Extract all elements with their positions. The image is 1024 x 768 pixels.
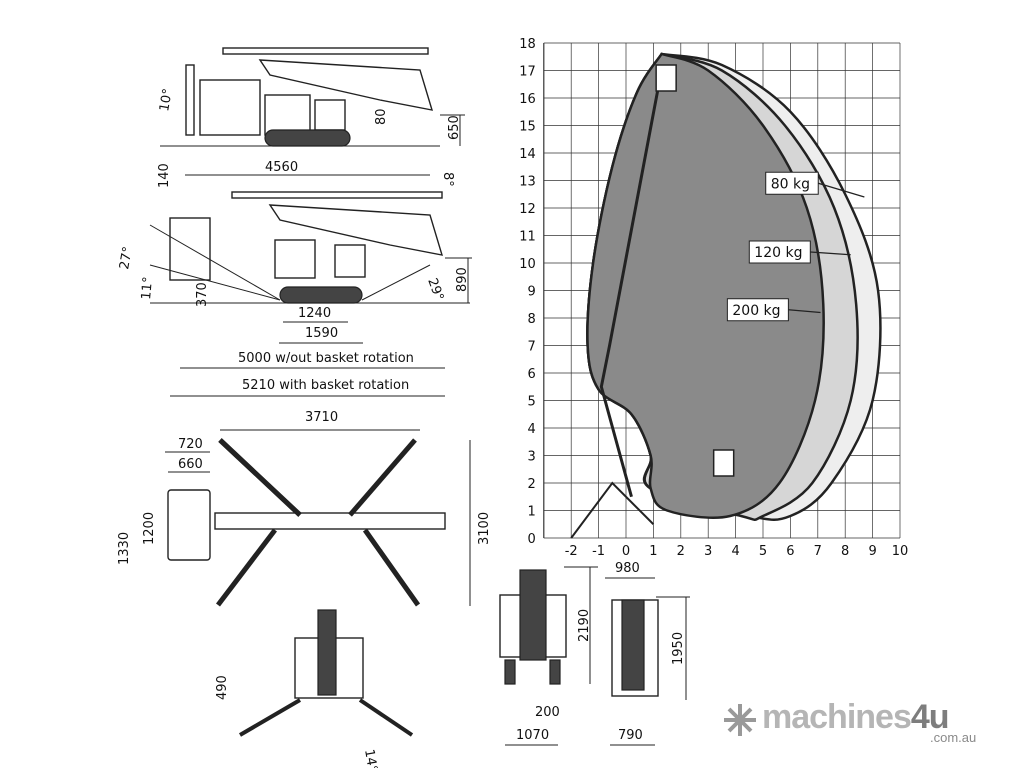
x-tick-label: 3	[704, 544, 712, 559]
dim-5000: 5000 w/out basket rotation	[238, 351, 414, 366]
side-view-stowed: 4560 10° 140 80 650 8°	[157, 47, 465, 188]
y-tick-label: 11	[519, 230, 536, 245]
y-tick-label: 14	[519, 147, 536, 162]
front-view-basket: 2190 200 1070	[499, 566, 598, 746]
y-tick-label: 0	[528, 532, 536, 547]
dim-3710: 3710	[305, 410, 338, 425]
series-label: 200 kg	[732, 303, 780, 319]
y-tick-label: 13	[519, 175, 536, 190]
machines4u-logo: machines4u .com.au	[722, 698, 992, 750]
x-tick-label: -2	[565, 544, 578, 559]
y-tick-label: 16	[519, 92, 536, 107]
logo-domain: .com.au	[930, 730, 977, 745]
dim-1950: 1950	[671, 632, 686, 665]
x-tick-label: 5	[759, 544, 767, 559]
x-tick-label: 8	[841, 544, 849, 559]
x-tick-label: 6	[786, 544, 794, 559]
dim-650: 650	[447, 115, 462, 140]
y-tick-label: 18	[519, 37, 536, 52]
dim-980: 980	[615, 561, 640, 576]
envelope-200-kg	[586, 52, 825, 519]
dim-angle-27: 27°	[117, 245, 136, 270]
dim-1590: 1590	[305, 326, 338, 341]
y-tick-label: 4	[528, 422, 536, 437]
dim-200: 200	[535, 705, 560, 720]
snowflake-logo-icon	[724, 704, 756, 736]
series-label-arrow	[788, 309, 821, 314]
dim-1240: 1240	[298, 306, 331, 321]
dim-1330: 1330	[117, 532, 132, 565]
side-view-working: 27° 11° 370 29° 890 1240 1590 5000 w/out…	[117, 191, 472, 397]
dim-angle-29: 29°	[424, 276, 446, 303]
series-label-arrow	[810, 251, 851, 256]
dim-angle-10: 10°	[157, 87, 176, 112]
y-tick-label: 10	[519, 257, 536, 272]
series-label: 80 kg	[771, 176, 810, 192]
x-tick-label: 0	[622, 544, 630, 559]
dim-370: 370	[195, 282, 210, 307]
x-tick-label: 9	[868, 544, 876, 559]
y-tick-label: 3	[528, 450, 536, 465]
basket-low	[712, 449, 735, 477]
dim-4560: 4560	[265, 160, 298, 175]
dim-140: 140	[157, 163, 172, 188]
x-tick-label: -1	[592, 544, 605, 559]
series-label: 120 kg	[754, 245, 802, 261]
x-tick-label: 10	[892, 544, 909, 559]
dim-3100: 3100	[477, 512, 492, 545]
y-tick-label: 6	[528, 367, 536, 382]
x-tick-label: 4	[731, 544, 739, 559]
y-tick-label: 12	[519, 202, 536, 217]
dim-angle-11: 11°	[139, 276, 156, 300]
y-tick-label: 7	[528, 340, 536, 355]
y-tick-label: 9	[528, 285, 536, 300]
front-view-legs: 490 14°	[215, 609, 414, 768]
x-tick-label: 2	[677, 544, 685, 559]
logo-wordmark: machines4u	[762, 698, 950, 736]
top-view: 3710 3100 720 660 1330 1200	[117, 410, 492, 607]
series-label-arrow	[818, 182, 865, 198]
dim-1070: 1070	[516, 728, 549, 743]
dim-490: 490	[215, 675, 230, 700]
dim-80: 80	[374, 108, 389, 125]
y-tick-label: 1	[528, 505, 536, 520]
x-tick-label: 1	[649, 544, 657, 559]
dim-angle-14: 14°	[361, 748, 380, 768]
basket-top	[655, 64, 677, 92]
boom-arm	[599, 83, 661, 498]
dim-660: 660	[178, 457, 203, 472]
dim-angle-8: 8°	[440, 172, 455, 187]
dim-1200: 1200	[142, 512, 157, 545]
y-tick-label: 15	[519, 120, 536, 135]
y-tick-label: 17	[519, 65, 536, 80]
y-tick-label: 8	[528, 312, 536, 327]
dim-720: 720	[178, 437, 203, 452]
rear-view: 980 1950 790	[605, 561, 690, 746]
chassis-legs	[570, 481, 655, 539]
dim-5210: 5210 with basket rotation	[242, 378, 409, 393]
y-tick-label: 2	[528, 477, 536, 492]
dim-790: 790	[618, 728, 643, 743]
x-tick-label: 7	[814, 544, 822, 559]
y-tick-label: 5	[528, 395, 536, 410]
dim-890: 890	[455, 267, 470, 292]
dim-2190: 2190	[577, 609, 592, 642]
